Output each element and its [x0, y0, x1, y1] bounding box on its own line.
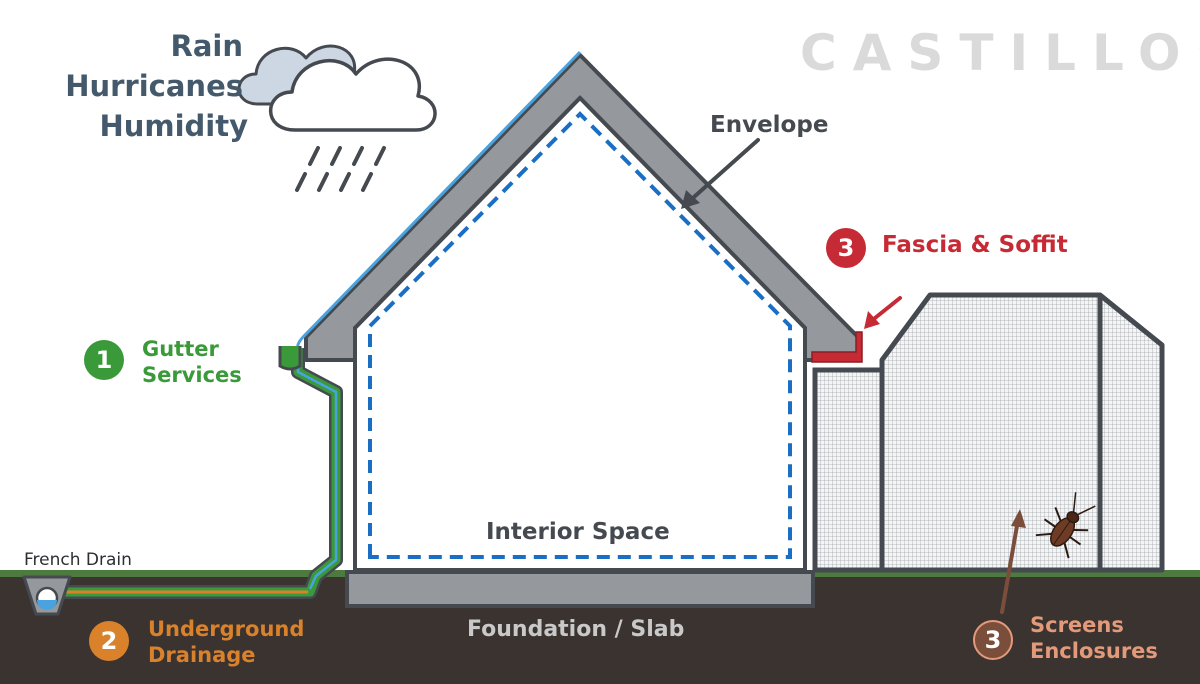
- french-drain-pipe-icon: [22, 575, 72, 616]
- screens-label-line1: Screens: [1030, 613, 1124, 637]
- interior-boundary: [368, 111, 792, 559]
- gutter: [278, 346, 302, 371]
- envelope-arrow: [683, 138, 760, 207]
- screens-enclosures-label: Screens Enclosures: [1030, 612, 1158, 664]
- screen-panel-left: [812, 367, 885, 573]
- screens-badge: 3: [973, 620, 1013, 660]
- gutter-label-line2: Services: [142, 363, 242, 387]
- gutter-services-label: Gutter Services: [142, 336, 242, 388]
- cockroach-icon: [1035, 492, 1096, 559]
- rain-icon: [295, 146, 386, 192]
- foundation-label: Foundation / Slab: [467, 617, 685, 642]
- weather-rain: Rain: [170, 29, 244, 63]
- fascia-soffit-label: Fascia & Soffit: [882, 232, 1068, 258]
- cloud-icon: [237, 44, 437, 132]
- foundation-slab: [345, 570, 815, 608]
- fascia-badge: 3: [826, 228, 866, 268]
- underground-drainage-label: Underground Drainage: [148, 616, 304, 668]
- screen-enclosure: [879, 292, 1165, 573]
- weather-hurricanes: Hurricanes: [65, 69, 243, 103]
- drainage-label-line2: Drainage: [148, 643, 256, 667]
- weather-humidity: Humidity: [99, 109, 248, 143]
- fascia-highlight: [811, 331, 863, 363]
- screens-label-line2: Enclosures: [1030, 639, 1158, 663]
- screens-arrowhead: [1011, 509, 1026, 528]
- drainage-label-line1: Underground: [148, 617, 305, 641]
- gutter-label-line1: Gutter: [142, 337, 219, 361]
- brand-logo: CASTILLO’S: [800, 24, 1200, 82]
- fascia-arrowhead: [864, 311, 880, 329]
- house-body: [353, 95, 807, 572]
- gutter-badge: 1: [84, 340, 124, 380]
- drainage-badge: 2: [89, 621, 129, 661]
- envelope-arrowhead: [681, 190, 700, 209]
- fascia-arrow: [868, 296, 902, 324]
- screens-arrow: [1000, 518, 1020, 614]
- french-drain-label: French Drain: [24, 550, 132, 570]
- envelope-label: Envelope: [710, 112, 829, 138]
- interior-space-label: Interior Space: [486, 519, 670, 545]
